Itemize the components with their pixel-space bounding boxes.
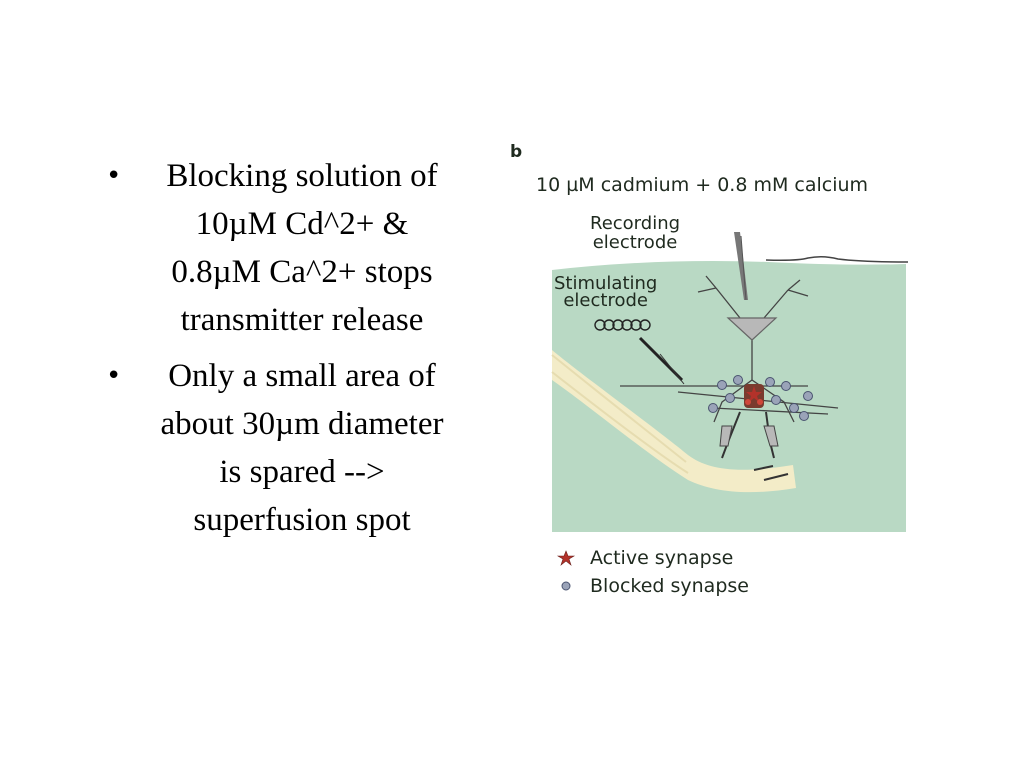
bullet-marker: • [106,161,122,191]
diagram-graphic [551,232,909,591]
active-synapses [744,384,764,408]
legend-active-synapse: Active synapse [590,547,734,569]
blocked-synapse-legend-dot [561,581,571,591]
recording-electrode-label: Recording electrode [590,213,681,253]
stimulating-electrode-label: Stimulating electrode [554,273,658,311]
stimulator-coil [594,319,651,331]
superfusion-diagram: b 10 µM cadmium + 0.8 mM calcium Recordi… [508,140,948,605]
neuron-soma [726,317,778,341]
axon-terminals [719,425,779,447]
active-synapse-legend-star [556,550,576,566]
blocked-synapses [708,375,813,421]
bullet-item: • Blocking solution of 10µM Cd^2+ & 0.8µ… [104,152,494,344]
solution-title: 10 µM cadmium + 0.8 mM calcium [536,174,869,196]
panel-letter: b [510,142,523,162]
bullet-text: Only a small area of about 30µm diameter… [160,358,444,538]
bullet-list: • Blocking solution of 10µM Cd^2+ & 0.8µ… [104,152,494,552]
bullet-text: Blocking solution of 10µM Cd^2+ & 0.8µM … [166,158,438,338]
bullet-marker: • [106,361,122,391]
legend-blocked-synapse: Blocked synapse [590,575,749,597]
recording-trace [765,255,909,263]
bullet-item: • Only a small area of about 30µm diamet… [104,352,494,544]
